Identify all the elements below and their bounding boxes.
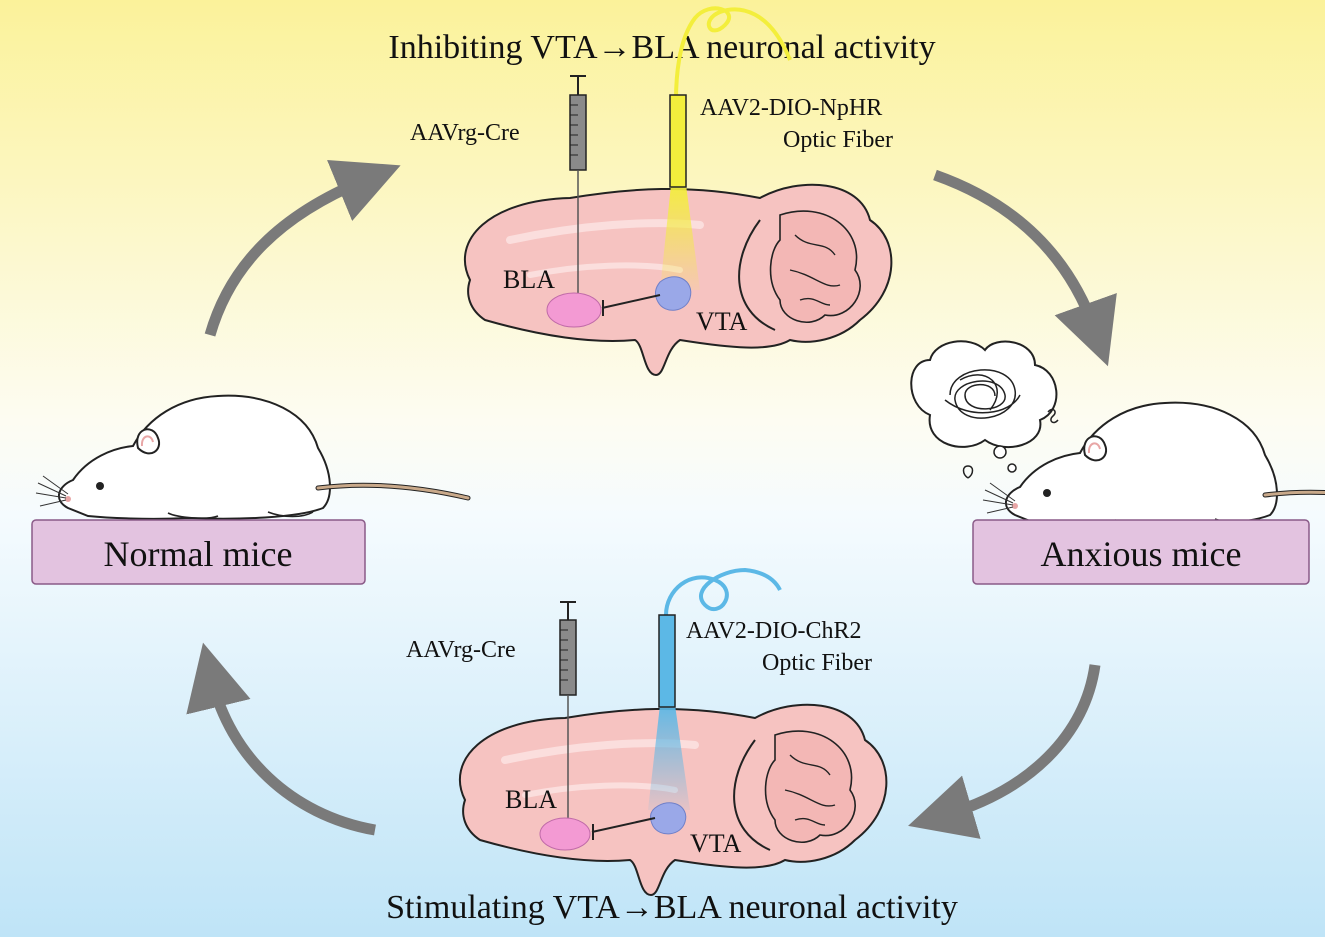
optic-fiber-bottom: [658, 614, 676, 708]
fiber-label-top: Optic Fiber: [783, 127, 893, 153]
vta-label-top: VTA: [696, 307, 748, 336]
normal-mice-label: Normal mice: [104, 534, 293, 574]
syringe-bottom: [559, 619, 577, 696]
optic-cable-yellow: [674, 6, 792, 101]
bottom-title: Stimulating VTA→BLA neuronal activity: [386, 889, 958, 926]
anxious-mice-label: Anxious mice: [1041, 534, 1242, 574]
normal-mice-box: [31, 519, 366, 585]
virus-label-bottom: AAVrg-Cre: [406, 637, 516, 663]
vta-label-bottom: VTA: [690, 829, 742, 858]
light-beam-yellow: [660, 185, 700, 290]
bla-region-top: [546, 292, 602, 328]
light-beam-blue: [648, 705, 690, 810]
bottom-panel: AAVrg-Cre AAV2-DIO-ChR2 Optic Fiber BLA …: [406, 567, 886, 895]
virus-label-top: AAVrg-Cre: [410, 120, 520, 146]
fiber-label-bottom: Optic Fiber: [762, 650, 872, 676]
arrow-normal-to-inhibit: [204, 159, 401, 337]
fiber-virus-top: AAV2-DIO-NpHR: [700, 95, 882, 121]
anxious-mice-box: [972, 519, 1310, 585]
optic-cable-blue: [664, 567, 782, 616]
vta-region-top: [655, 276, 692, 311]
optic-fiber-top: [669, 94, 687, 188]
syringe-top: [569, 94, 587, 171]
bla-label-bottom: BLA: [505, 785, 557, 814]
projection-top: [601, 294, 661, 309]
top-panel: AAVrg-Cre AAV2-DIO-NpHR Optic Fiber BLA …: [410, 6, 893, 375]
arrow-stimulate-to-normal: [186, 642, 376, 836]
fiber-virus-bottom: AAV2-DIO-ChR2: [686, 618, 862, 644]
arrow-inhibit-to-anxious: [933, 169, 1117, 367]
bla-region-bottom: [539, 817, 591, 851]
top-title: Inhibiting VTA→BLA neuronal activity: [388, 29, 935, 66]
vta-region-bottom: [650, 802, 687, 835]
anxiety-thought-bubble: [910, 340, 1059, 479]
arrow-anxious-to-stimulate: [908, 664, 1101, 839]
projection-bottom: [591, 817, 656, 833]
bla-label-top: BLA: [503, 265, 555, 294]
